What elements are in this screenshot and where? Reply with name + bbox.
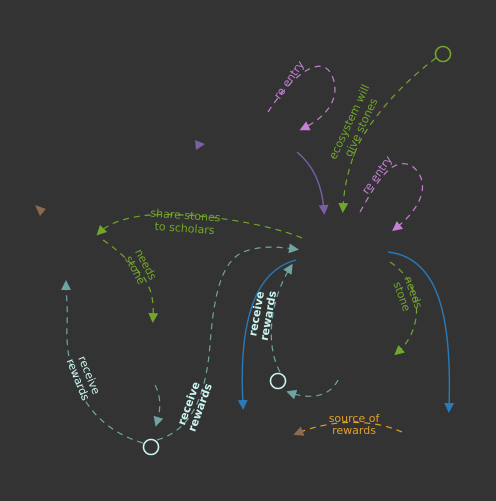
label-re-entry-right: re entry <box>359 153 395 197</box>
label-re-entry-top: re entry <box>271 58 307 102</box>
label-needs-stone-right: needs stone <box>390 275 424 314</box>
brown-arrowhead-icon <box>35 205 46 216</box>
label-source-2: rewards <box>332 424 376 437</box>
label-receive-rewards-left: receive rewards <box>64 354 103 403</box>
label-share-line2: to scholars <box>154 220 215 237</box>
label-ecosystem-stones: ecosystem will give stones <box>326 83 380 162</box>
label-receive-rewards-right: receive rewards <box>246 289 279 341</box>
purple-arrowhead-icon <box>195 140 205 150</box>
label-share-stones: share stones to scholars <box>150 207 221 237</box>
edge-share-stones <box>96 213 303 239</box>
label-needs-stone-left: needs stone <box>122 247 159 287</box>
label-receive-rewards-mid: receive rewards <box>175 380 215 433</box>
label-share-line1: share stones <box>150 207 221 225</box>
scholar-node-mid <box>269 372 287 390</box>
edge-blue-right <box>387 251 455 413</box>
edge-teal-into-mid-node <box>286 379 339 400</box>
edge-teal-into-left-node <box>153 384 164 427</box>
label-source-1: source of <box>329 412 381 425</box>
label-source-of-rewards: source of rewards <box>329 412 381 437</box>
edge-source-of-rewards <box>293 421 403 436</box>
edge-ecosystem-stones <box>338 57 437 213</box>
edge-needs-stone-left <box>102 239 159 323</box>
ecosystem-source-node <box>434 45 452 63</box>
edge-re-entry-right <box>359 163 424 232</box>
scholar-node-left <box>142 438 160 456</box>
edge-receive-rewards-mid <box>156 243 299 441</box>
edge-receive-rewards-left <box>61 280 144 444</box>
edge-needs-stone-right <box>389 261 418 356</box>
edge-purple-into-hub <box>296 151 329 215</box>
edge-blue-left <box>237 259 297 410</box>
